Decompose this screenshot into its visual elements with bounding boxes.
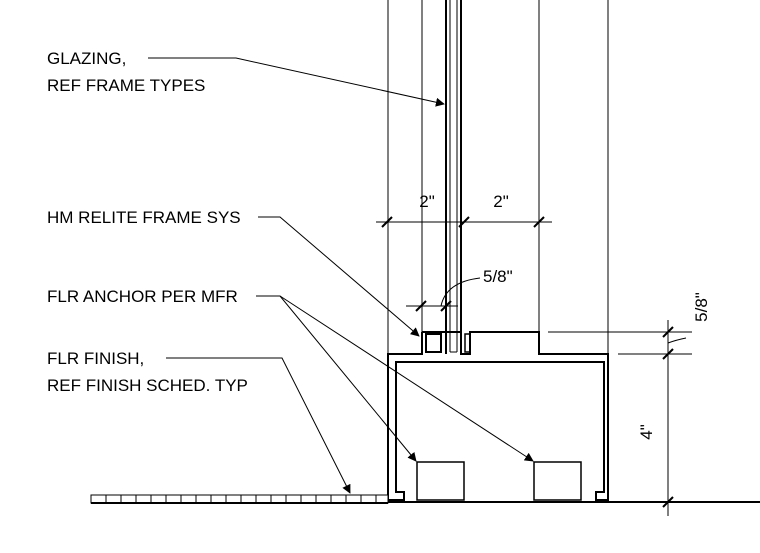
label-floor-finish-line1: FLR FINISH, — [47, 349, 144, 368]
dimension-base-height: 4" — [637, 354, 674, 516]
dimension-sill-step: 5/8" — [548, 292, 711, 360]
dim-right-frame-depth: 2" — [493, 192, 509, 211]
floor-anchors — [416, 461, 582, 501]
dim-sill-step: 5/8" — [692, 292, 711, 322]
label-glazing-line1: GLAZING, — [47, 49, 126, 68]
label-relite-frame: HM RELITE FRAME SYS — [47, 208, 241, 227]
callout-floor-anchor: FLR ANCHOR PER MFR — [47, 287, 534, 462]
frame-jamb-lines — [387, 0, 609, 354]
glazing-panel — [445, 0, 462, 354]
glazing-stops — [425, 333, 471, 353]
dim-left-frame-depth: 2" — [419, 192, 435, 211]
floor-anchor-left — [416, 461, 465, 501]
dim-base-height: 4" — [637, 424, 656, 440]
floor-anchor-right — [533, 461, 582, 501]
dim-glazing-thickness: 5/8" — [483, 267, 513, 286]
callout-floor-finish: FLR FINISH, REF FINISH SCHED. TYP — [47, 349, 351, 494]
hm-relite-frame-sill — [387, 331, 609, 501]
label-floor-anchor: FLR ANCHOR PER MFR — [47, 287, 238, 306]
dimension-frame-depth: 2" 2" — [376, 192, 552, 228]
callout-relite-frame: HM RELITE FRAME SYS — [47, 208, 420, 337]
callout-glazing: GLAZING, REF FRAME TYPES — [47, 49, 445, 107]
dimension-glazing-thickness: 5/8" — [406, 267, 513, 312]
label-floor-finish-line2: REF FINISH SCHED. TYP — [47, 376, 248, 395]
floor-finish — [90, 494, 389, 504]
label-glazing-line2: REF FRAME TYPES — [47, 76, 205, 95]
